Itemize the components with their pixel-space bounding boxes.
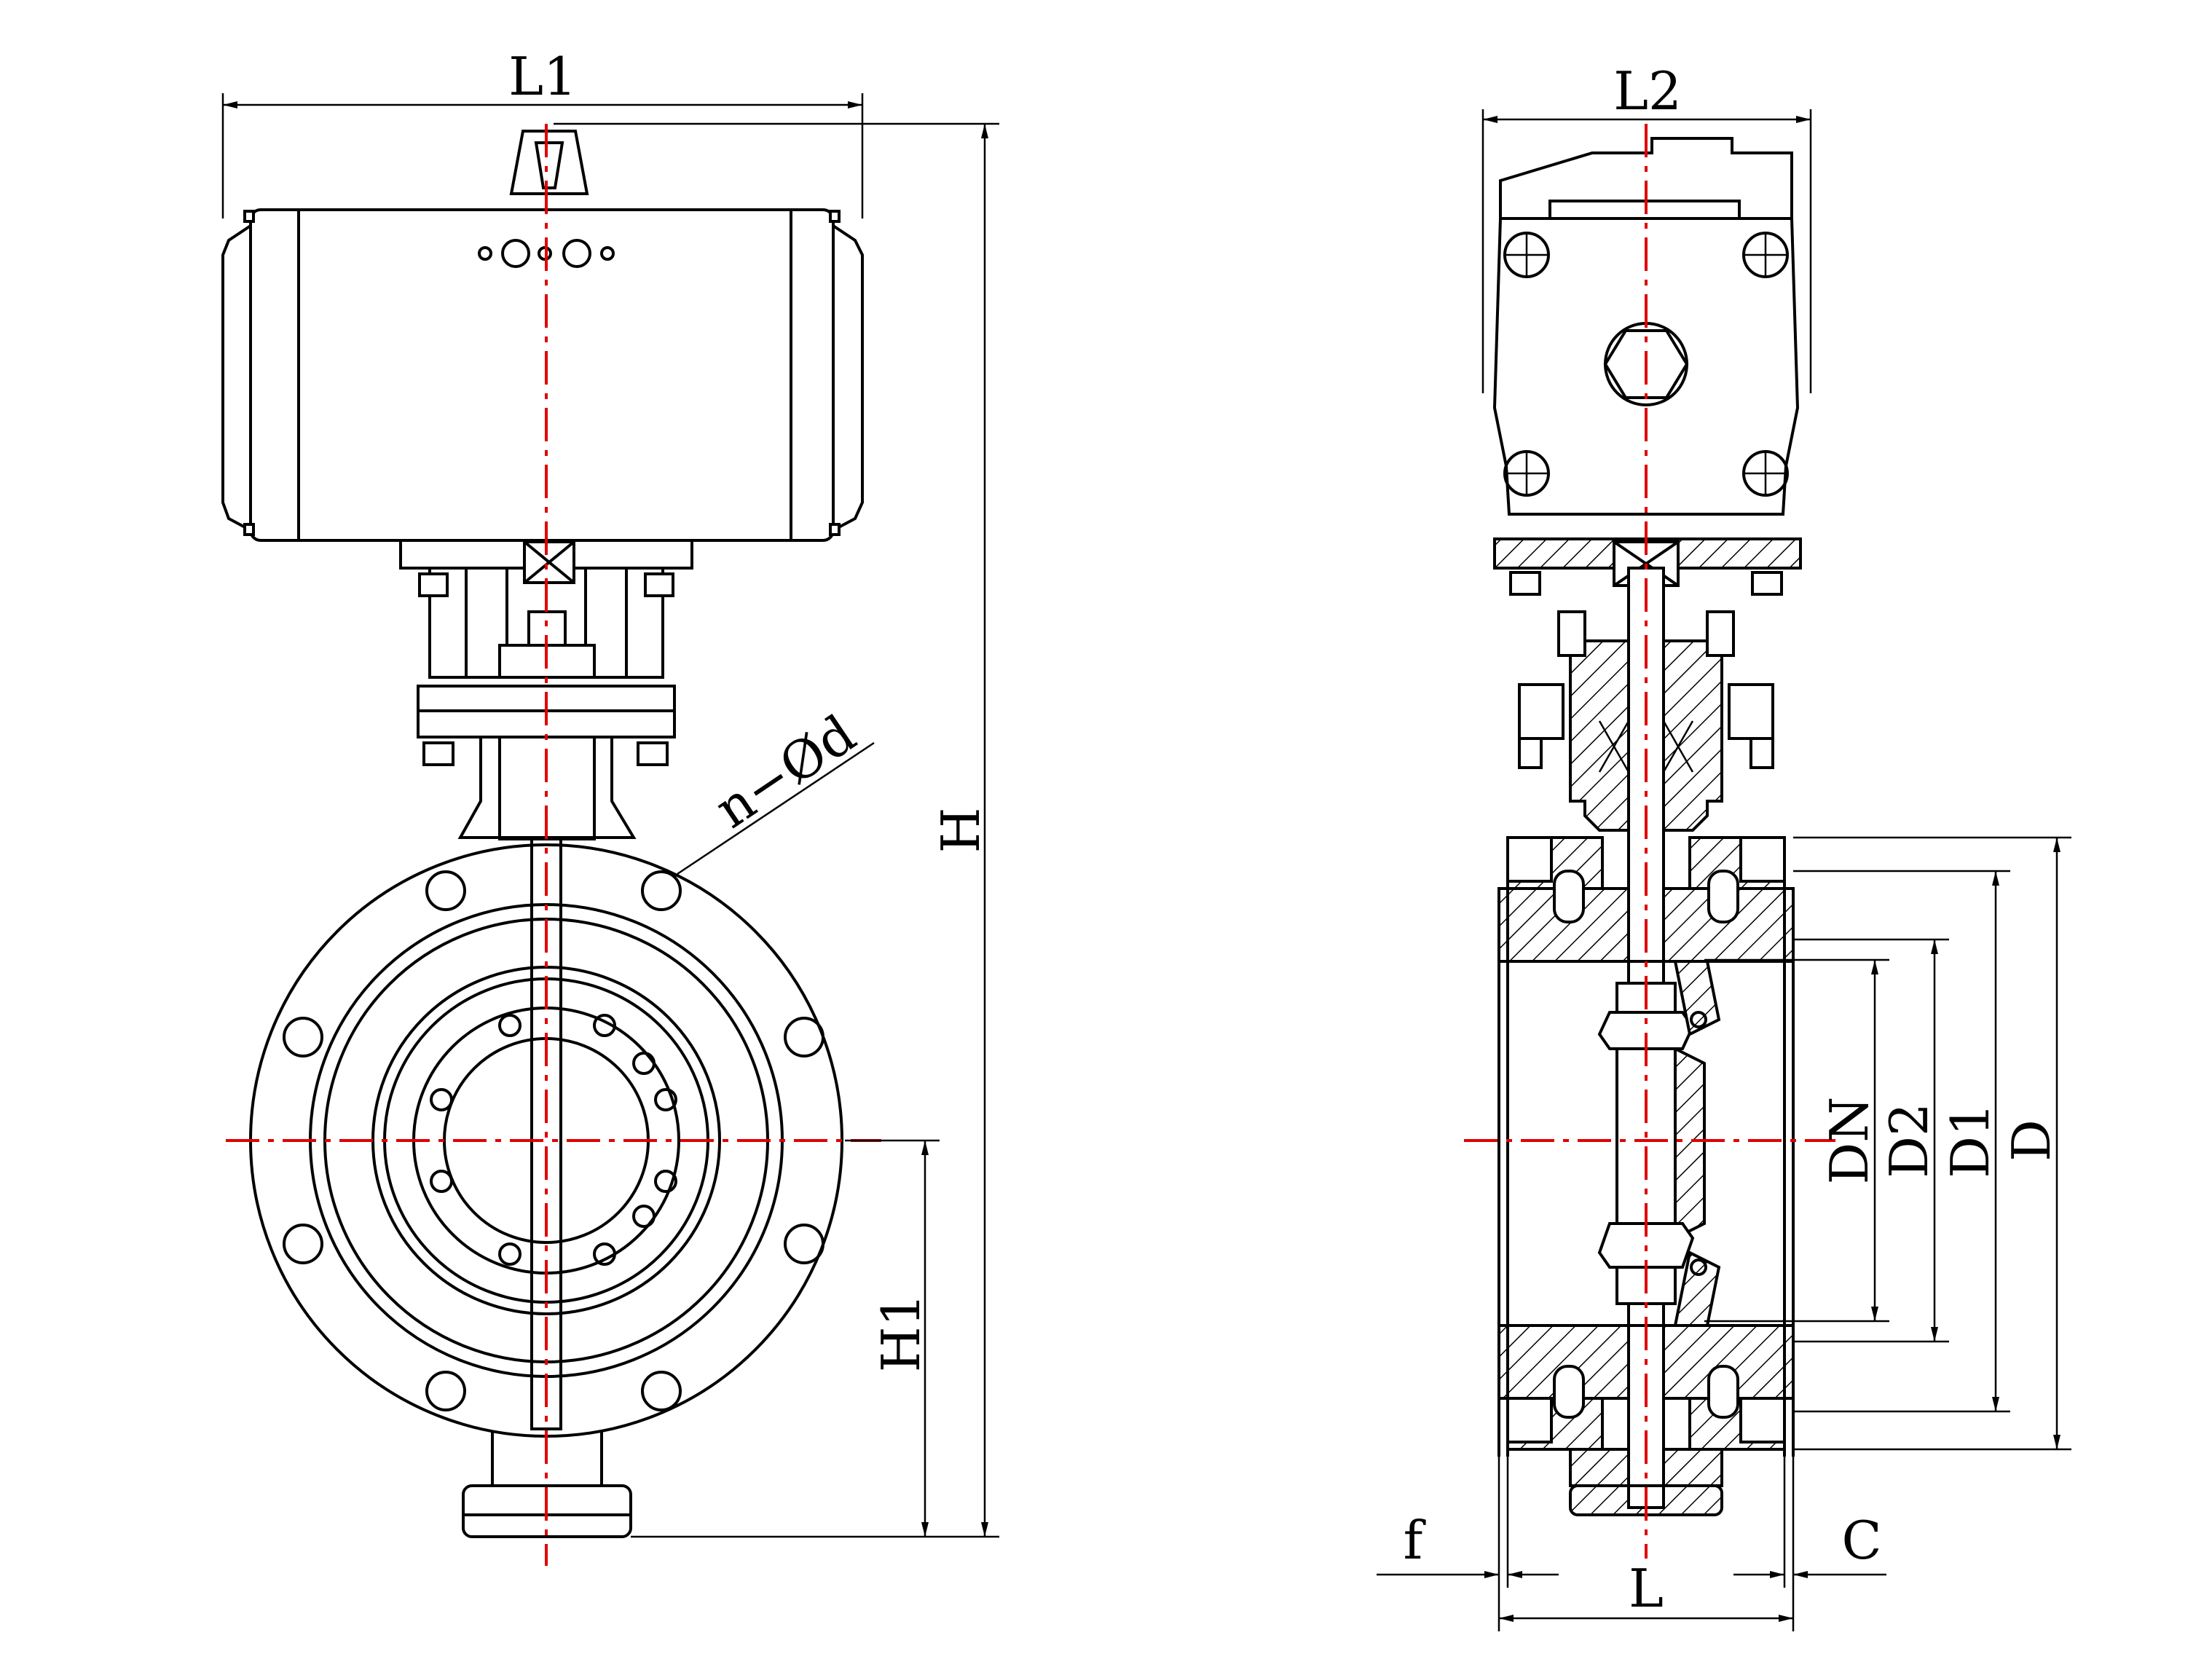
front-view — [221, 124, 881, 1566]
side-dimensions: L2 D D1 D2 DN L f C — [1377, 60, 2071, 1631]
label-D: D — [2001, 1119, 2062, 1162]
label-H1: H1 — [870, 1293, 932, 1373]
label-n-phi-d: n−Ød — [704, 703, 867, 840]
label-D2: D2 — [1878, 1103, 1940, 1178]
label-L2: L2 — [1613, 60, 1682, 122]
label-D1: D1 — [1940, 1103, 2001, 1178]
label-DN: DN — [1819, 1097, 1880, 1185]
side-view — [1464, 124, 1835, 1559]
label-C: C — [1841, 1510, 1881, 1571]
label-H: H — [930, 808, 991, 854]
actuator-body — [221, 130, 864, 542]
label-L1: L1 — [508, 46, 577, 107]
label-f: f — [1404, 1510, 1426, 1571]
label-L: L — [1629, 1558, 1664, 1619]
mounting-bracket — [399, 539, 693, 840]
